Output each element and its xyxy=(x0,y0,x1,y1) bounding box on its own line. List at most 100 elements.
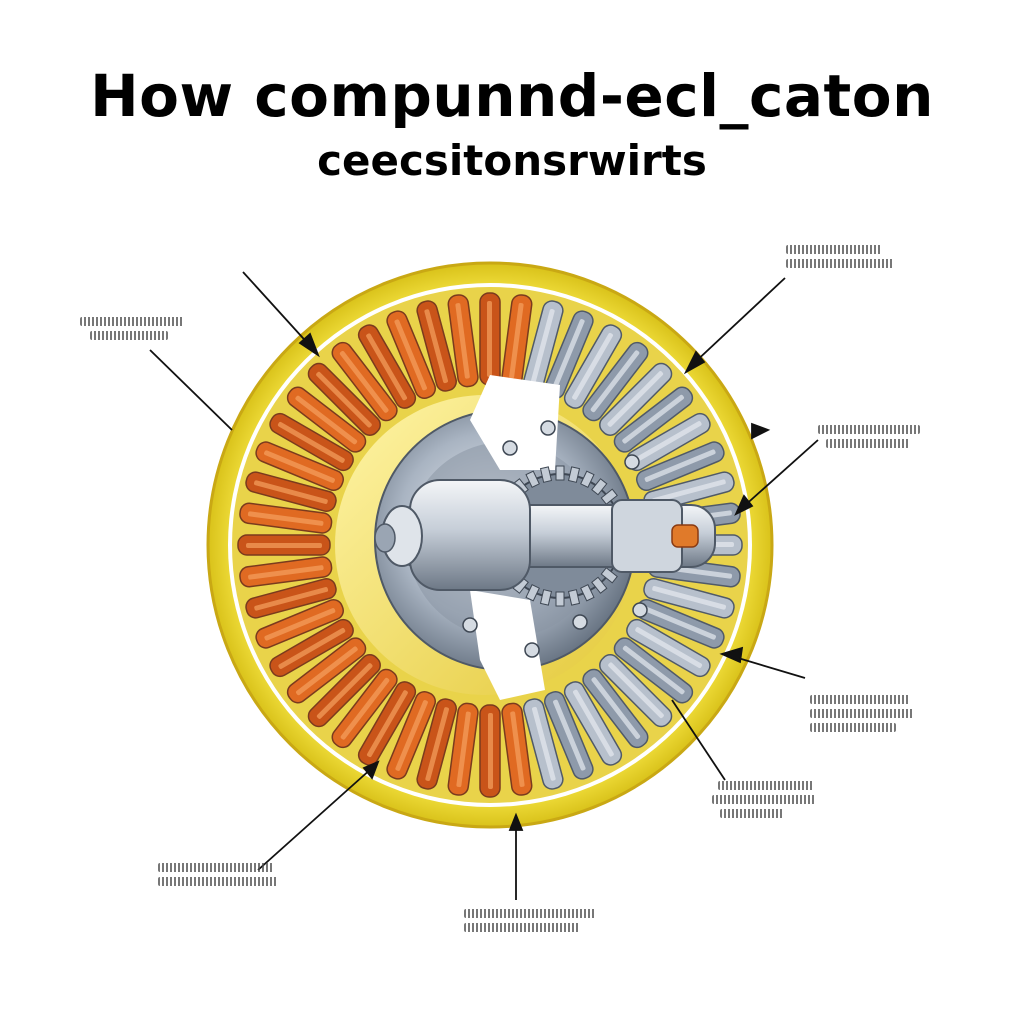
label-line xyxy=(810,695,910,704)
stator-coil xyxy=(239,556,333,588)
label-line xyxy=(712,795,816,804)
title-line-1: How compunnd-ecl_caton xyxy=(90,62,934,130)
bolt xyxy=(624,454,640,470)
leader-right-top xyxy=(691,277,786,366)
stator-coil xyxy=(479,704,501,798)
stator-coil xyxy=(626,618,711,678)
stator-coil xyxy=(447,702,479,796)
cutaway-upper xyxy=(470,375,560,470)
stator-coil xyxy=(286,386,367,453)
stator-coil xyxy=(245,578,337,619)
leader-right-upper xyxy=(741,439,819,509)
callout-label-right-top xyxy=(786,240,896,273)
stator-coil xyxy=(245,471,337,512)
gear-tooth xyxy=(555,591,565,607)
callout-label-bottom-left xyxy=(158,858,283,891)
stator-coil xyxy=(636,441,725,492)
mounting-bolts xyxy=(462,420,648,658)
stator-coil xyxy=(599,362,673,436)
stator-coil xyxy=(599,654,673,728)
arrow-right-top xyxy=(683,350,706,375)
label-line xyxy=(786,259,894,268)
stator-coil xyxy=(269,618,354,678)
gear-tooth xyxy=(539,589,553,606)
stator-coil xyxy=(643,578,735,619)
stator-coil xyxy=(479,292,501,386)
stator-coil xyxy=(563,324,623,409)
stator-coil xyxy=(269,412,354,472)
stator-coil xyxy=(237,534,331,556)
stator-coil xyxy=(563,681,623,766)
label-line xyxy=(464,923,580,932)
stator-coil xyxy=(447,294,479,388)
shaft-tip xyxy=(374,523,396,553)
label-line xyxy=(810,709,914,718)
gear-tooth xyxy=(525,470,540,488)
label-line xyxy=(158,863,274,872)
arrow-right-upper xyxy=(734,494,754,516)
stator-coil xyxy=(501,702,533,796)
bolt xyxy=(462,617,478,633)
label-line xyxy=(818,425,920,434)
gear-tooth xyxy=(600,488,618,505)
label-line xyxy=(80,317,184,326)
label-line xyxy=(826,439,910,448)
callout-label-right-lower xyxy=(810,690,920,737)
leader-bottom-right xyxy=(671,699,726,781)
stator-coil xyxy=(255,598,344,649)
title-line-2: ceecsitonsrwirts xyxy=(317,136,707,185)
stator-coil xyxy=(331,668,398,749)
gear-tooth xyxy=(580,584,595,602)
arrow-right-lower xyxy=(719,646,744,664)
stator-coil xyxy=(386,310,437,399)
copper-terminal xyxy=(671,524,699,548)
stator-coil xyxy=(357,324,417,409)
stator-coil xyxy=(286,637,367,704)
stator-coil xyxy=(357,681,417,766)
bolt xyxy=(540,420,556,436)
callout-label-bottom-center xyxy=(464,904,599,937)
shaft-housing xyxy=(409,479,531,591)
label-line xyxy=(90,331,168,340)
stator-coil xyxy=(239,502,333,534)
gear-tooth xyxy=(591,478,608,496)
leader-left-upper xyxy=(149,349,233,431)
label-line xyxy=(464,909,596,918)
gear-tooth xyxy=(555,465,565,481)
bolt xyxy=(632,602,648,618)
arrow-right-marker xyxy=(751,422,771,440)
callout-label-right-upper xyxy=(818,420,923,453)
label-line xyxy=(158,877,278,886)
arrow-bottom-center xyxy=(508,812,524,831)
callout-leaders xyxy=(149,271,819,900)
arrow-bottom-left xyxy=(362,760,380,780)
gear-tooth xyxy=(567,466,581,483)
stator-coil xyxy=(416,698,457,790)
leader-top-left xyxy=(242,271,313,349)
stator-coil xyxy=(416,300,457,392)
gear-tooth xyxy=(600,567,618,584)
gear-tooth xyxy=(580,470,595,488)
label-line xyxy=(786,245,882,254)
stator-coil xyxy=(613,637,694,704)
arrow-top-left xyxy=(298,332,320,358)
gear-tooth xyxy=(567,589,581,606)
stator-coil xyxy=(307,362,381,436)
label-line xyxy=(720,809,784,818)
stator-coil xyxy=(543,691,594,780)
callout-label-left-upper xyxy=(80,312,185,345)
bolt xyxy=(502,440,518,456)
label-line xyxy=(718,781,814,790)
stator-coil xyxy=(307,654,381,728)
stator-coil xyxy=(255,441,344,492)
stator-coil xyxy=(523,698,564,790)
stator-coil xyxy=(331,341,398,422)
gear-tooth xyxy=(591,576,608,594)
stator-coil xyxy=(386,691,437,780)
label-line xyxy=(810,723,896,732)
stator-coil xyxy=(582,668,649,749)
cutaway-lower xyxy=(470,590,545,700)
bolt xyxy=(572,614,588,630)
